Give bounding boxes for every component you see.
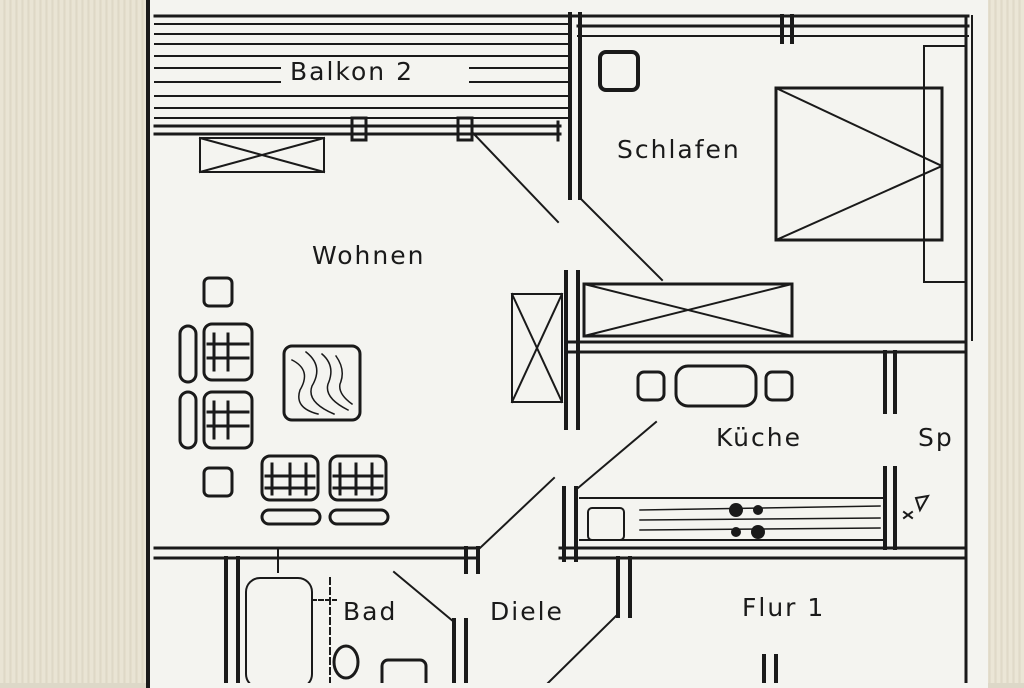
room-labels: Balkon 2 Schlafen Wohnen Küche Sp Bad Di… xyxy=(290,57,954,626)
cabinet-living xyxy=(510,292,564,404)
label-wohnen: Wohnen xyxy=(312,241,425,270)
kitchen-counter xyxy=(579,497,885,541)
label-bad: Bad xyxy=(343,597,397,626)
bathtub xyxy=(245,547,337,683)
label-diele: Diele xyxy=(490,597,564,626)
bed xyxy=(774,45,967,283)
label-balkon: Balkon 2 xyxy=(290,57,414,86)
kitchen-hall-wall xyxy=(558,486,968,618)
wall-texture-right xyxy=(985,0,1024,683)
toilet xyxy=(332,644,428,683)
armchairs xyxy=(178,276,390,526)
wardrobe xyxy=(582,282,794,338)
bedroom-kitchen-wall xyxy=(564,340,968,550)
dining-set xyxy=(636,364,794,408)
balcony-wall xyxy=(153,116,562,142)
central-wall xyxy=(556,12,794,430)
label-sp: Sp xyxy=(918,423,954,452)
vent-symbol xyxy=(902,494,930,520)
label-flur: Flur 1 xyxy=(742,593,825,622)
door-swings xyxy=(392,130,664,683)
label-schlafen: Schlafen xyxy=(617,135,741,164)
top-wall xyxy=(153,14,970,37)
wall-texture-left xyxy=(0,0,150,683)
nightstand xyxy=(598,50,640,92)
living-bath-wall xyxy=(153,546,778,683)
cabinet-balcony xyxy=(198,136,326,174)
coffee-table xyxy=(282,344,362,422)
label-kueche: Küche xyxy=(716,423,802,452)
